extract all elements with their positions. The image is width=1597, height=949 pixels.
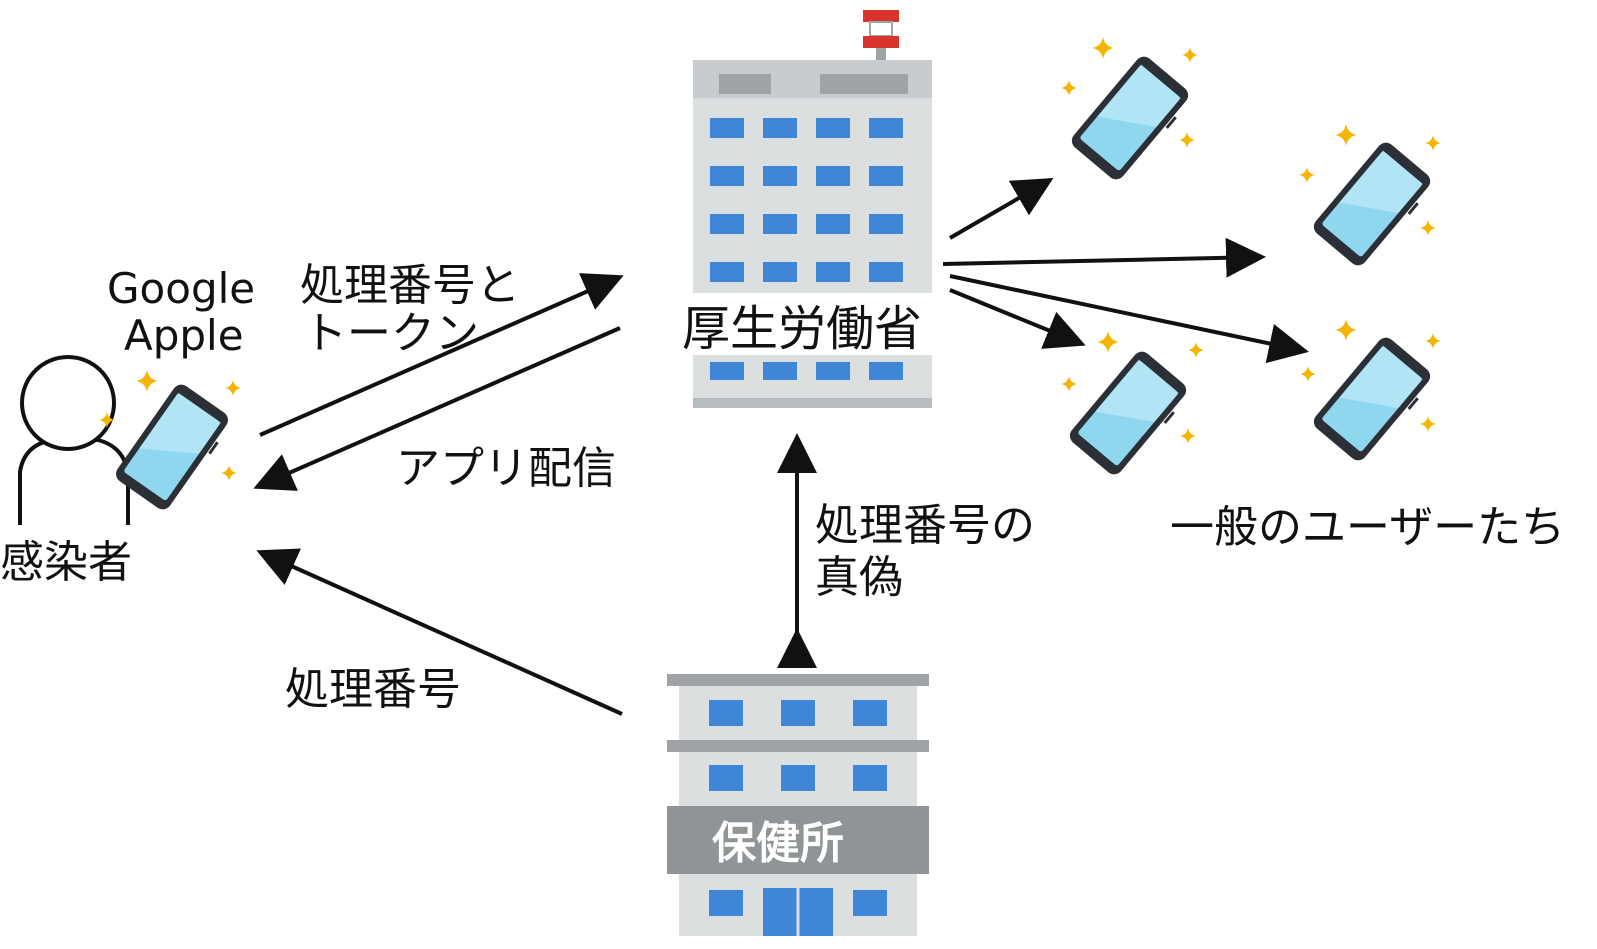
arrow-health-center-to-infected <box>256 548 623 716</box>
users-label: 一般のユーザーたち <box>1170 502 1565 553</box>
person-icon <box>18 355 130 525</box>
health-center-sign: 保健所 <box>712 818 844 869</box>
edge-label-token-line2: トークン <box>303 308 479 359</box>
mhlw-building-icon <box>680 10 945 408</box>
mhlw-label: 厚生労働省 <box>682 301 922 357</box>
edge-label-app-delivery: アプリ配信 <box>396 443 616 494</box>
arrow-mhlw-to-infected <box>253 326 621 491</box>
edge-label-token-line1: 処理番号と <box>300 260 520 311</box>
arrows-broadcast-to-users <box>942 177 1309 364</box>
vendor-google-label: Google <box>107 264 255 313</box>
edge-label-verification-line2: 真偽 <box>815 552 903 603</box>
infected-smartphone-icon <box>112 381 235 516</box>
arrow-infected-to-mhlw <box>259 273 624 437</box>
vendor-apple-label: Apple <box>124 311 244 360</box>
user-smartphone-icon <box>1066 53 1437 481</box>
health-center-building-icon <box>667 674 929 936</box>
infected-label: 感染者 <box>0 537 132 588</box>
edge-label-processing-number: 処理番号 <box>285 664 461 715</box>
edge-label-verification-line1: 処理番号の <box>815 500 1035 551</box>
